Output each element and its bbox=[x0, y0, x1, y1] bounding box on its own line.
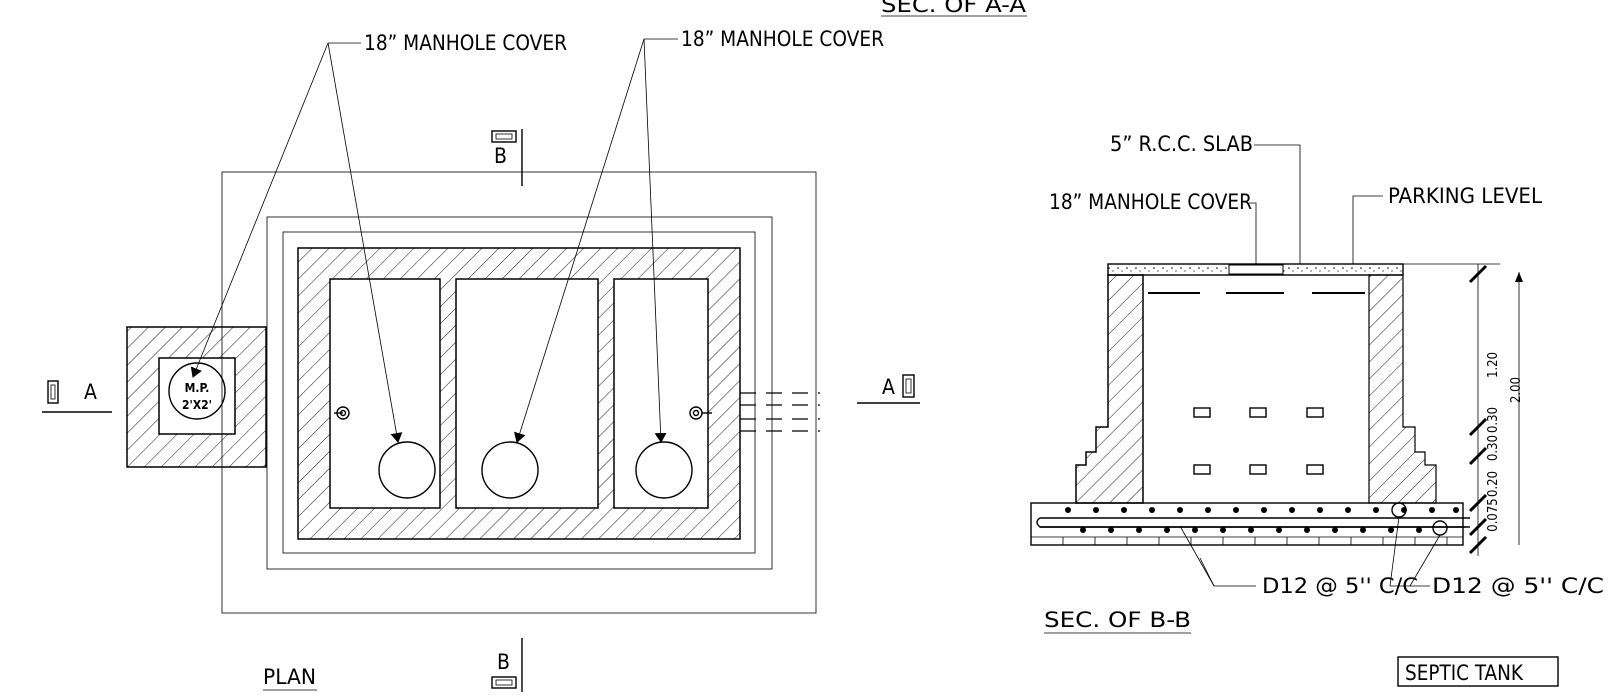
plan-inner-boundary bbox=[282, 231, 756, 554]
baffle-openings bbox=[1193, 407, 1324, 475]
plan-tank-walls bbox=[297, 247, 741, 540]
brick-soling bbox=[1031, 536, 1463, 545]
manhole-pit-circle bbox=[168, 362, 226, 420]
rebar-callout-circle-2 bbox=[1432, 520, 1448, 536]
plan-view: M.P. 2'X2' bbox=[42, 27, 920, 692]
rebar-dots-top bbox=[1065, 507, 1459, 513]
plan-leaders bbox=[190, 38, 678, 443]
vertical-dimensions: 1.20 2.00 0.30 0.30 0.20 0.075 bbox=[1403, 263, 1524, 556]
svg-text:0.075: 0.075 bbox=[1486, 498, 1501, 531]
section-marker-a-left: A bbox=[42, 380, 112, 413]
rcc-slab-label: 5” R.C.C. SLAB bbox=[1110, 132, 1253, 156]
rebar-label-1: D12 @ 5'' C/C bbox=[1262, 574, 1418, 598]
base-rebar-top bbox=[1036, 517, 1470, 528]
title-box: SEPTIC TANK bbox=[1397, 656, 1559, 687]
rebar-dots-bottom bbox=[1080, 527, 1422, 533]
plan-title: PLAN bbox=[263, 665, 316, 689]
manhole-cover-3 bbox=[635, 441, 693, 499]
manhole-cover-label-3: 18” MANHOLE COVER bbox=[1049, 190, 1252, 214]
section-marker-b-top: B bbox=[491, 129, 523, 186]
sec-aa-title: SEC. OF A-A bbox=[881, 0, 1027, 17]
plan-outer-boundary bbox=[221, 171, 817, 614]
sec-bb-title: SEC. OF B-B bbox=[1044, 608, 1191, 632]
parking-level-label: PARKING LEVEL bbox=[1388, 184, 1542, 208]
title-box-text: SEPTIC TANK bbox=[1405, 661, 1524, 685]
base-slab bbox=[1030, 502, 1464, 546]
section-marker-b-bottom: B bbox=[491, 638, 523, 692]
section-marker-a-right: A bbox=[857, 374, 920, 404]
manhole-cover-label-1: 18” MANHOLE COVER bbox=[364, 31, 567, 55]
outlet-fitting bbox=[689, 406, 712, 420]
svg-text:0.30: 0.30 bbox=[1486, 407, 1501, 433]
svg-text:SEC. OF A-A: SEC. OF A-A bbox=[881, 0, 1026, 17]
outlet-pipe-dashes bbox=[740, 392, 820, 432]
manhole-cover-1 bbox=[378, 441, 436, 499]
slab-manhole-opening bbox=[1228, 264, 1284, 275]
manhole-cover-2 bbox=[481, 441, 539, 499]
svg-text:B: B bbox=[497, 650, 510, 674]
svg-text:0.20: 0.20 bbox=[1486, 471, 1501, 497]
svg-text:1.20: 1.20 bbox=[1486, 352, 1501, 378]
svg-text:B: B bbox=[494, 144, 507, 168]
inlet-fitting bbox=[334, 406, 350, 420]
svg-text:0.30: 0.30 bbox=[1486, 435, 1501, 461]
left-wall bbox=[1075, 274, 1144, 504]
svg-text:2.00: 2.00 bbox=[1509, 377, 1524, 403]
section-bb-view: 5” R.C.C. SLAB 18” MANHOLE COVER PARKING… bbox=[1030, 132, 1604, 634]
right-wall bbox=[1368, 274, 1437, 504]
plan-manhole-pit bbox=[126, 326, 267, 468]
rebar-label-2: D12 @ 5'' C/C bbox=[1432, 574, 1604, 598]
mp-size-label: 2'X2' bbox=[182, 398, 212, 412]
svg-text:A: A bbox=[84, 380, 97, 404]
svg-text:A: A bbox=[882, 375, 895, 399]
manhole-cover-label-2: 18” MANHOLE COVER bbox=[681, 27, 884, 51]
section-leaders bbox=[1179, 144, 1441, 587]
mp-label: M.P. bbox=[185, 381, 210, 395]
